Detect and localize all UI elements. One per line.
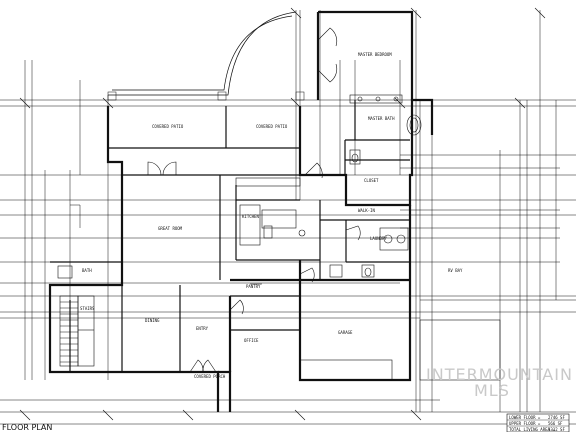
interior-walls bbox=[50, 100, 410, 372]
watermark-line2: MLS bbox=[474, 381, 510, 400]
label-covered-porch: COVERED PORCH bbox=[194, 374, 226, 379]
schedule-row-label: UPPER FLOOR = bbox=[509, 421, 541, 426]
label-stairs: STAIRS bbox=[80, 306, 95, 311]
label-master-bedroom: MASTER BEDROOM bbox=[358, 52, 392, 57]
label-master-bath: MASTER BATH bbox=[368, 116, 395, 121]
schedule-row-label: LOWER FLOOR = bbox=[509, 415, 541, 420]
label-laundry: LAUNDRY bbox=[370, 236, 387, 241]
label-office: OFFICE bbox=[244, 338, 259, 343]
patio-curve bbox=[108, 11, 297, 96]
area-schedule: LOWER FLOOR = 2746 SF UPPER FLOOR = 566 … bbox=[506, 413, 570, 432]
plan-title: FLOOR PLAN bbox=[2, 423, 52, 432]
door-swings bbox=[147, 27, 361, 373]
schedule-row-label: TOTAL LIVING AREA = bbox=[509, 427, 555, 432]
watermark-line1: INTERMOUNTAIN bbox=[426, 365, 573, 384]
schedule-row-value: 566 SF bbox=[548, 421, 563, 426]
watermark: INTERMOUNTAIN MLS bbox=[426, 365, 573, 400]
label-rv-bay: RV BAY bbox=[448, 268, 463, 273]
label-garage: GARAGE bbox=[338, 330, 353, 335]
label-covered-patio-right: COVERED PATIO bbox=[256, 124, 288, 129]
label-great-room: GREAT ROOM bbox=[158, 226, 183, 231]
label-walk-in: WALK-IN bbox=[358, 208, 375, 213]
dimension-ticks bbox=[19, 7, 546, 421]
label-dining: DINING bbox=[145, 318, 160, 323]
stairs bbox=[59, 295, 95, 367]
label-entry: ENTRY bbox=[196, 326, 209, 331]
label-kitchen: KITCHEN bbox=[242, 214, 259, 219]
label-covered-patio-left: COVERED PATIO bbox=[152, 124, 184, 129]
schedule-row-value: 2746 SF bbox=[548, 415, 565, 420]
detail-marks bbox=[70, 91, 305, 285]
fixtures bbox=[57, 94, 501, 381]
label-pantry: PANTRY bbox=[246, 284, 261, 289]
label-closet: CLOSET bbox=[364, 178, 379, 183]
dimension-lines bbox=[0, 10, 576, 425]
schedule-row-value: 3312 SF bbox=[548, 427, 565, 432]
label-bath: BATH bbox=[82, 268, 92, 273]
room-labels: MASTER BEDROOM MASTER BATH COVERED PATIO… bbox=[80, 52, 463, 379]
